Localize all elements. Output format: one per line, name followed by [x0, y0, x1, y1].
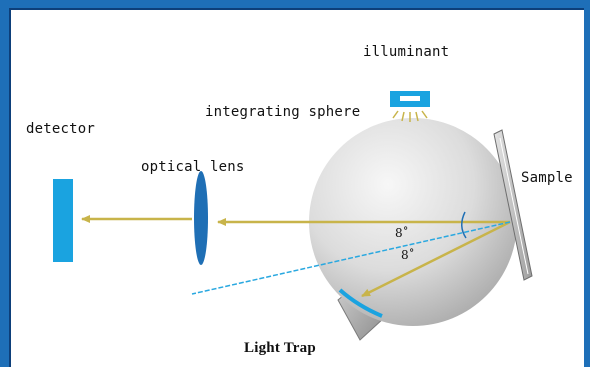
lower-angle-label: 8˚ [401, 248, 415, 262]
specular-reference-line [191, 221, 511, 295]
detector-label: detector [26, 121, 96, 137]
angle-arc [461, 211, 467, 239]
optical-lens [194, 171, 208, 265]
frame-top-border [0, 0, 590, 8]
illuminant-lamp [390, 91, 430, 122]
light-trap-label: Light Trap [244, 340, 316, 356]
specular-beam [361, 220, 511, 298]
frame-left-border [0, 0, 9, 367]
integrating-sphere-label: integrating sphere [205, 104, 361, 120]
illuminant-label: illuminant [363, 44, 450, 60]
upper-angle-label: 8˚ [395, 226, 409, 240]
light-trap-opening [338, 288, 383, 318]
detector [53, 179, 73, 262]
frame-right-border [584, 0, 590, 367]
sample-holder [493, 129, 533, 281]
sample-label: Sample [521, 170, 573, 186]
optical-lens-label: optical lens [141, 159, 245, 175]
